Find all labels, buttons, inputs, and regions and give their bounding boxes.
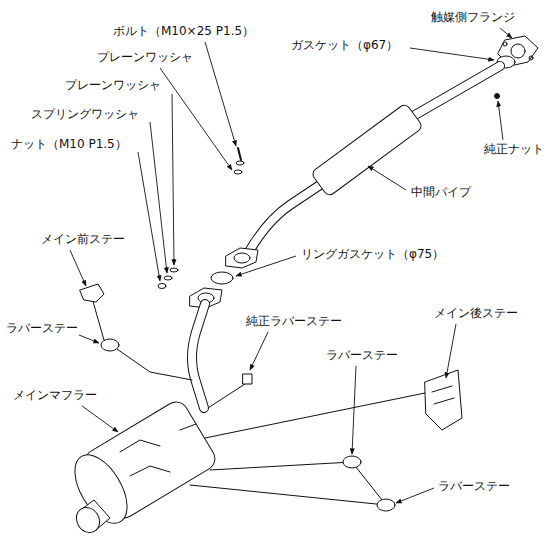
part-label: メインマフラー [12,388,98,403]
part-label: ラバーステー [325,348,399,363]
part-label: 純正ナット [483,142,545,157]
part-label: ボルト（M10×25 P1.5） [112,24,255,39]
part-label: 純正ラバーステー [245,314,343,329]
part-label: プレーンワッシャ [96,50,194,65]
part-label: 中間パイプ [410,185,472,200]
part-label: メイン後ステー [433,306,519,321]
part-label: メイン前ステー [40,232,126,247]
part-label: 触媒側フランジ [430,10,516,25]
part-label: ラバーステー [5,321,79,336]
part-label: リングガスケット（φ75） [300,247,445,262]
part-label: ナット（M10 P1.5） [10,137,128,152]
part-label: スプリングワッシャ [30,107,140,122]
part-label: プレーンワッシャ [64,78,162,93]
part-label: ガスケット（φ67） [290,38,399,53]
part-label: ラバーステー [437,479,511,494]
